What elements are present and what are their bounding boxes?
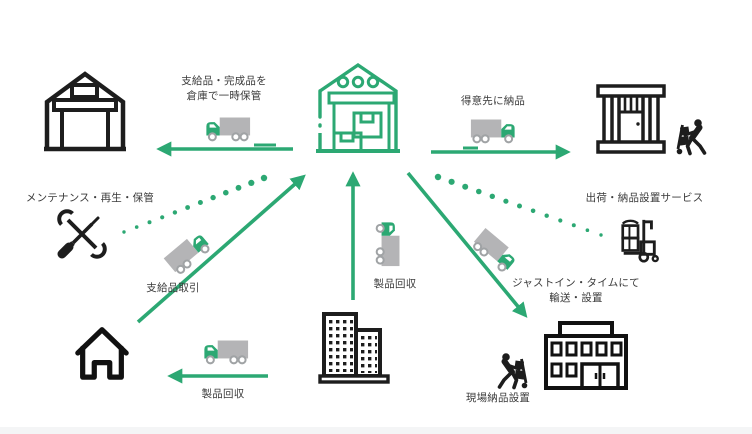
truck-icon bbox=[468, 225, 521, 276]
truck-icon bbox=[470, 117, 516, 145]
label-supply-storage-line1: 支給品・完成品を bbox=[181, 75, 267, 87]
arrow-warehouse-to-store bbox=[406, 171, 528, 318]
house-icon bbox=[73, 322, 131, 382]
dotted-link-maintenance bbox=[122, 174, 268, 234]
label-supply-storage: 支給品・完成品を 倉庫で一時保管 bbox=[158, 74, 290, 104]
label-shipping-service: 出荷・納品設置サービス bbox=[585, 192, 704, 204]
forklift-icon bbox=[617, 215, 661, 263]
central-warehouse-icon bbox=[314, 61, 402, 154]
label-maintenance: メンテナンス・再生・保管 bbox=[25, 192, 155, 204]
label-customer-delivery: 得意先に納品 bbox=[460, 95, 526, 107]
label-product-recovery-center: 製品回収 bbox=[373, 278, 417, 290]
footer-strip bbox=[0, 427, 752, 434]
label-jit: ジャストイン・タイムにて 輸送・設置 bbox=[498, 276, 654, 306]
truck-icon bbox=[203, 338, 249, 366]
label-jit-line2: 輸送・設置 bbox=[549, 292, 603, 304]
label-onsite-setup: 現場納品設置 bbox=[465, 392, 531, 404]
truck-icon bbox=[374, 221, 402, 267]
storage-garage-icon bbox=[42, 68, 128, 152]
store-building-icon bbox=[543, 321, 629, 391]
label-jit-line1: ジャストイン・タイムにて bbox=[512, 277, 640, 289]
worker-handcart-icon bbox=[672, 118, 712, 156]
label-product-recovery-house: 製品回収 bbox=[201, 388, 245, 400]
label-supply-storage-line2: 倉庫で一時保管 bbox=[186, 90, 262, 102]
worker-handcart-icon bbox=[492, 352, 532, 390]
tools-icon bbox=[54, 206, 110, 262]
truck-icon bbox=[161, 227, 214, 278]
construction-site-icon bbox=[596, 84, 666, 154]
office-building-icon bbox=[318, 310, 390, 384]
arrow-house-to-warehouse bbox=[136, 174, 306, 324]
truck-icon bbox=[205, 115, 251, 143]
label-supply-transaction: 支給品取引 bbox=[146, 282, 200, 294]
dotted-link-shipping bbox=[434, 173, 603, 237]
